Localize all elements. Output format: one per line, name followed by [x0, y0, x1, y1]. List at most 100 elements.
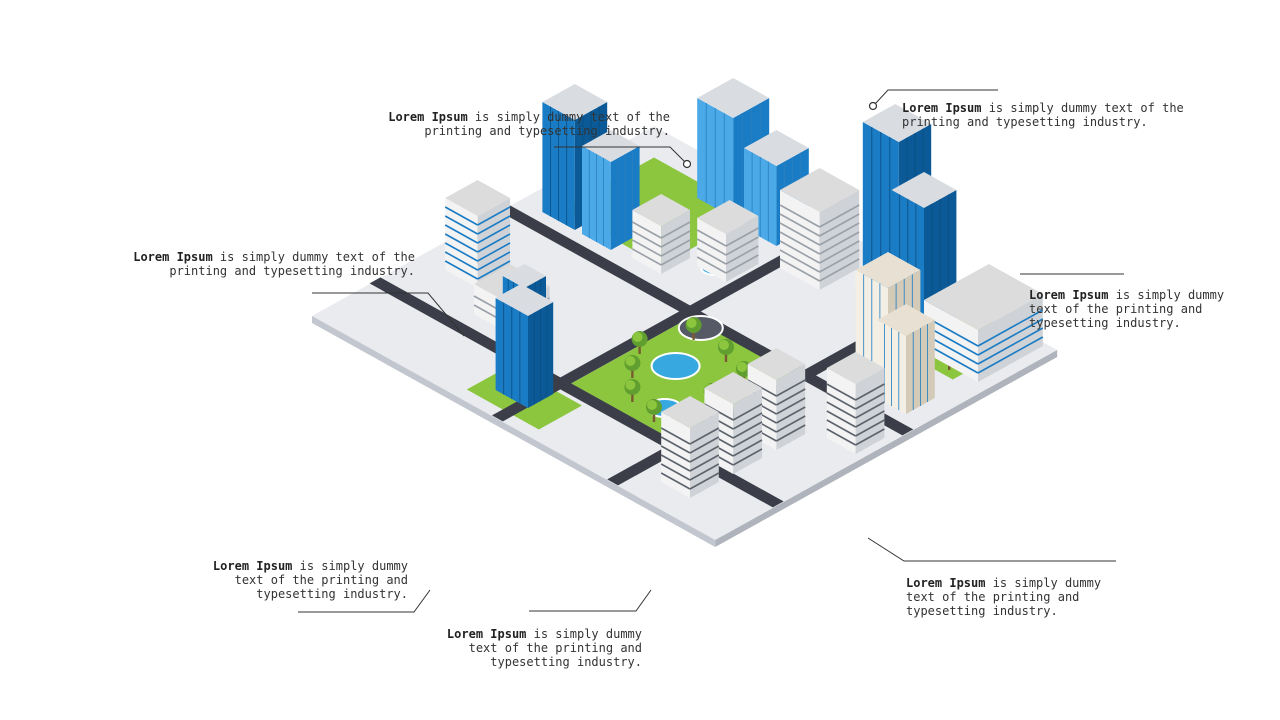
window-row	[826, 428, 856, 446]
window-row	[819, 240, 860, 264]
callout-title: Lorem Ipsum	[906, 576, 986, 590]
callout-title: Lorem Ipsum	[902, 101, 982, 115]
window-row	[855, 410, 885, 428]
tree-highlight	[632, 332, 643, 342]
callout-top-center: Lorem Ipsum is simply dummy text of the …	[360, 110, 670, 138]
window-row	[477, 242, 511, 262]
window-row	[444, 206, 478, 226]
window-row	[660, 230, 691, 248]
leader-dot	[682, 159, 692, 169]
window-row	[732, 448, 763, 466]
building-roof	[924, 264, 1043, 330]
window-row	[779, 249, 820, 273]
window-row	[477, 224, 511, 244]
window-row	[826, 383, 856, 401]
callout-text: is simply dummy text of the printing and…	[234, 559, 408, 601]
window-row	[696, 247, 727, 265]
building-roof	[495, 284, 554, 316]
building-roof	[780, 168, 860, 212]
window-row	[660, 445, 691, 463]
window-row	[732, 439, 763, 457]
window-row	[732, 403, 763, 421]
window-row	[660, 436, 691, 454]
window-row	[855, 401, 885, 419]
window-row	[977, 327, 1044, 365]
window-row	[660, 427, 691, 445]
window-row	[776, 397, 806, 415]
building-right-face	[978, 294, 1043, 382]
building-left-face	[924, 300, 978, 382]
window-row	[725, 245, 759, 265]
window-row	[689, 436, 720, 454]
callout-right: Lorem Ipsum is simply dummy text of the …	[1029, 288, 1239, 330]
window-row	[725, 254, 759, 274]
window-row	[477, 233, 511, 253]
window-row	[776, 424, 806, 442]
tree	[624, 355, 641, 378]
leader-dot	[868, 101, 878, 111]
office-tower	[779, 168, 860, 290]
window-row	[779, 231, 820, 255]
window-row	[855, 383, 885, 401]
tree-highlight	[625, 380, 636, 390]
callout-text: is simply dummy text of the printing and…	[468, 627, 642, 669]
apartment	[632, 194, 691, 274]
callout-bottom-center: Lorem Ipsum is simply dummy text of the …	[442, 627, 642, 669]
callout-title: Lorem Ipsum	[212, 559, 293, 573]
window-row	[779, 213, 820, 237]
building-roof	[445, 180, 510, 216]
window-row	[819, 222, 860, 246]
callout-left: Lorem Ipsum is simply dummy text of the …	[105, 250, 415, 278]
window-row	[477, 215, 511, 235]
building-roof	[697, 200, 759, 234]
window-row	[732, 430, 763, 448]
callout-text: is simply dummy text of the printing and…	[906, 576, 1102, 618]
leader-line	[529, 589, 652, 612]
window-row	[779, 258, 820, 282]
window-row	[660, 472, 691, 490]
office-block	[923, 264, 1044, 382]
window-row	[855, 428, 885, 446]
window-row	[660, 463, 691, 481]
window-row	[632, 221, 662, 239]
tree-highlight	[686, 318, 697, 328]
tree-trunk	[724, 352, 728, 362]
tree-highlight	[719, 340, 729, 350]
tree	[646, 399, 662, 422]
building-roof	[747, 348, 806, 380]
callout-text: is simply dummy text of the printing and…	[1029, 288, 1225, 330]
tree-trunk	[638, 344, 641, 354]
tree-highlight	[625, 356, 636, 366]
building-roof	[632, 194, 690, 226]
window-row	[444, 233, 478, 253]
tree-trunk	[652, 412, 656, 422]
window-row	[444, 251, 478, 271]
window-row	[725, 227, 759, 247]
window-row	[444, 260, 478, 280]
window-row	[819, 249, 860, 273]
skyscraper	[582, 130, 640, 250]
window-row	[776, 379, 806, 397]
window-row	[689, 427, 720, 445]
window-row	[826, 410, 856, 428]
callout-text: is simply dummy text of the printing and…	[169, 250, 415, 278]
window-row	[819, 213, 860, 237]
pond	[650, 352, 701, 380]
window-row	[696, 229, 727, 247]
tree	[631, 331, 648, 354]
callout-title: Lorem Ipsum	[133, 250, 213, 264]
window-row	[704, 403, 734, 421]
window-row	[732, 412, 763, 430]
window-row	[689, 445, 720, 463]
building-roof	[877, 304, 935, 336]
building-roof	[704, 372, 762, 404]
window-row	[689, 463, 720, 481]
window-row	[826, 419, 856, 437]
window-row	[819, 258, 860, 282]
callout-bottom-right: Lorem Ipsum is simply dummy text of the …	[906, 576, 1106, 618]
callout-text: is simply dummy text of the printing and…	[424, 110, 670, 138]
window-row	[696, 238, 727, 256]
window-row	[819, 231, 860, 255]
callout-title: Lorem Ipsum	[388, 110, 468, 124]
